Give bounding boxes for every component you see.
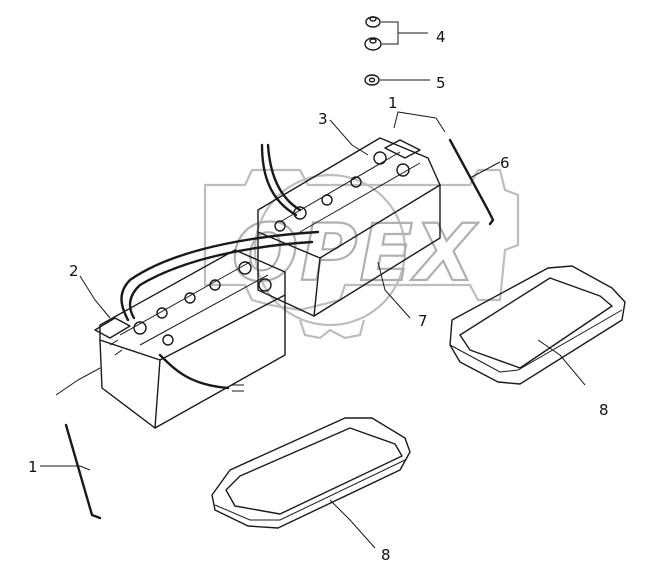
callout-6: 6: [500, 154, 510, 172]
battery-rear: [257, 137, 441, 317]
callout-4: 4: [436, 28, 446, 46]
battery-mat-lower: [211, 417, 411, 529]
callout-1-upper: 1: [388, 94, 398, 112]
callout-7: 7: [418, 312, 428, 330]
watermark-text: OPEX: [232, 209, 479, 299]
callout-2: 2: [69, 262, 79, 280]
jumper-cable: [120, 230, 320, 322]
watermark-logo: OPEX: [203, 168, 520, 340]
battery-front: [94, 249, 286, 429]
hold-down-rod-lower: [55, 367, 102, 520]
cable-top: [260, 143, 298, 217]
hold-down-rod-part-6: [435, 117, 495, 226]
hold-down-rod-upper: [393, 111, 437, 129]
washer-part-5: [364, 74, 430, 86]
terminal-nut-part-4: [364, 16, 428, 51]
callout-8-right: 8: [599, 401, 609, 419]
leader-lines: [40, 119, 586, 549]
callout-8-lower: 8: [381, 546, 391, 564]
callout-5: 5: [436, 74, 446, 92]
battery-mat-right: [449, 265, 626, 385]
callout-1-lower: 1: [28, 458, 38, 476]
callout-3: 3: [318, 110, 328, 128]
cable-front: [158, 353, 230, 390]
callout-labels: 1 1 2 3 4 5 6 7 8 8: [28, 28, 609, 564]
